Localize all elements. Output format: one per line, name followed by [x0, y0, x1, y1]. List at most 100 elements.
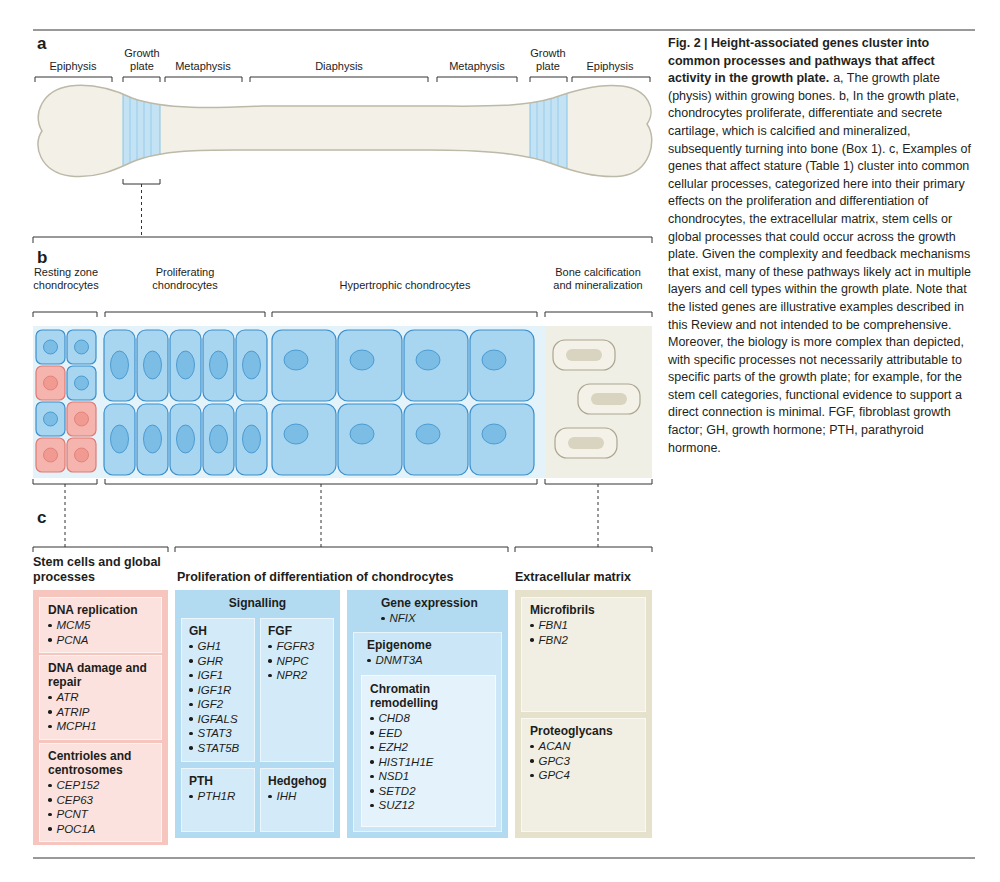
gene-item: PCNA [48, 633, 153, 648]
stem-cell [67, 402, 96, 436]
cartilage-ground [33, 326, 545, 478]
bullet-dot [370, 804, 374, 808]
gene-symbol: NFIX [390, 611, 416, 626]
gene-symbol: STAT3 [198, 726, 232, 741]
resting-cell [36, 330, 65, 364]
gene-symbol: GHR [198, 654, 224, 669]
bullet-dot [48, 624, 52, 628]
gene-symbol: EZH2 [379, 740, 408, 755]
bottom-rule [33, 858, 975, 859]
gene-item: MCM5 [48, 618, 153, 633]
gene-item: MCPH1 [48, 719, 153, 734]
bullet-dot [189, 688, 193, 692]
cell-nucleus [210, 351, 228, 379]
stem-cell [36, 438, 65, 472]
bone-cell [553, 340, 615, 370]
category-panel: Gene expressionNFIXEpigenomeDNMT3AChroma… [347, 590, 508, 838]
zoom-bracket [33, 237, 652, 243]
gene-symbol: PCNT [57, 807, 88, 822]
gene-item: SETD2 [370, 784, 487, 799]
gene-symbol: ATR [57, 690, 79, 705]
part-label: Proliferating chondrocytes [140, 266, 230, 292]
group-heading: Extracellular matrix [515, 570, 652, 585]
category-panel: Stem cells and global processesDNA repli… [33, 590, 168, 845]
cell-nucleus [177, 425, 195, 453]
proliferating-cell [137, 330, 168, 401]
gene-symbol: CEP63 [57, 793, 93, 808]
label-slot: Resting zone chondrocytes [27, 266, 105, 292]
bullet-dot [530, 638, 534, 642]
bullet-dot [530, 745, 534, 749]
gene-item: PTH1R [189, 789, 250, 804]
panel-letter: b [37, 248, 67, 268]
bullet-dot [268, 645, 272, 649]
cell-nucleus [350, 424, 374, 444]
gene-symbol: FGFR3 [277, 639, 315, 654]
bullet-dot [530, 759, 534, 763]
cell-nucleus [482, 350, 506, 370]
part-label: Bone calcification and mineralization [548, 266, 648, 292]
label-slot: Proliferating chondrocytes [140, 266, 230, 292]
gene-item: IGF2 [189, 697, 250, 712]
gene-item: CEP152 [48, 778, 153, 793]
hypertrophic-cell [404, 330, 468, 401]
gene-item: FBN2 [530, 633, 637, 648]
gene-item: IGF1 [189, 668, 250, 683]
bullet-dot [48, 638, 52, 642]
hypertrophic-cell [272, 404, 336, 475]
resting-cell [67, 366, 96, 400]
caption-block: Fig. 2 | Height-associated genes cluster… [668, 35, 975, 457]
gene-symbol: IGF1R [198, 683, 232, 698]
bullet-dot [48, 725, 52, 729]
gene-symbol: EED [379, 726, 403, 741]
gene-item: NSD1 [370, 769, 487, 784]
bullet-dot [370, 760, 374, 764]
part-brackets [35, 77, 650, 82]
bone-outline [38, 85, 652, 176]
bone-cell-core [568, 437, 604, 449]
label-slot: b [37, 248, 67, 268]
label-slot: Epiphysis [570, 60, 650, 73]
cell-nucleus [75, 376, 89, 390]
box-heading: Microfibrils [530, 603, 637, 617]
panel-letter: c [37, 508, 67, 528]
bullet-dot [48, 710, 52, 714]
proliferating-cell [203, 330, 234, 401]
bullet-dot [48, 696, 52, 700]
part-label: Epiphysis [33, 60, 113, 73]
part-label: Hypertrophic chondrocytes [305, 279, 505, 292]
proliferating-cell [137, 404, 168, 475]
cell-nucleus [144, 351, 162, 379]
part-label: Epiphysis [570, 60, 650, 73]
gene-item: ACAN [530, 739, 637, 754]
process-box: EpigenomeDNMT3AChromatin remodellingCHD8… [353, 632, 502, 832]
gene-item: HIST1H1E [370, 755, 487, 770]
box-heading: DNA replication [48, 603, 153, 617]
gene-symbol: NPR2 [277, 668, 308, 683]
gene-item: NFIX [381, 611, 500, 626]
gene-symbol: GPC3 [539, 754, 570, 769]
gene-item: IGFALS [189, 712, 250, 727]
bullet-dot [370, 731, 374, 735]
cell-nucleus [44, 412, 58, 426]
bullet-dot [268, 674, 272, 678]
gene-symbol: FBN1 [539, 618, 568, 633]
bullet-dot [370, 789, 374, 793]
gene-item: STAT3 [189, 726, 250, 741]
pathway-box: PTHPTH1R [181, 768, 255, 832]
gene-symbol: ACAN [539, 739, 571, 754]
bullet-dot [370, 746, 374, 750]
growth-plate-edges [123, 80, 567, 180]
cell-nucleus [284, 350, 308, 370]
gene-symbol: GH1 [198, 639, 222, 654]
gene-item: PCNT [48, 807, 153, 822]
box-heading: Centrioles and centrosomes [48, 749, 153, 777]
gene-symbol: DNMT3A [376, 653, 423, 668]
bullet-dot [189, 674, 193, 678]
gene-item: IHH [268, 789, 329, 804]
cell-nucleus [416, 424, 440, 444]
bullet-dot [268, 659, 272, 663]
gene-item: DNMT3A [367, 653, 493, 668]
proliferating-cell [170, 404, 201, 475]
bullet-dot [189, 795, 193, 799]
